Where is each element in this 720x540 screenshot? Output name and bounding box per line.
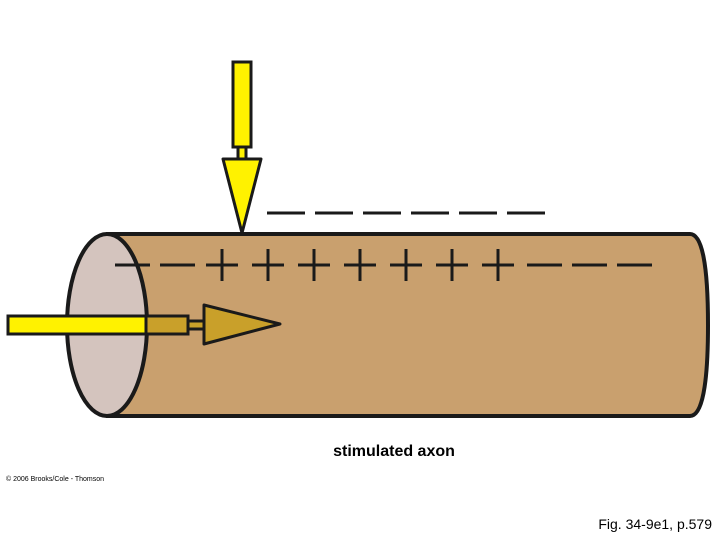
copyright-notice: © 2006 Brooks/Cole - Thomson — [6, 476, 105, 483]
arrow-right-icon — [6, 303, 282, 346]
diagram-caption: stimulated axon — [333, 443, 455, 460]
arrow-down-icon — [221, 60, 263, 235]
inner-positive-charges — [206, 249, 514, 281]
axon-body — [106, 232, 711, 418]
figure-reference: Fig. 34-9e1, p.579 — [598, 516, 712, 532]
